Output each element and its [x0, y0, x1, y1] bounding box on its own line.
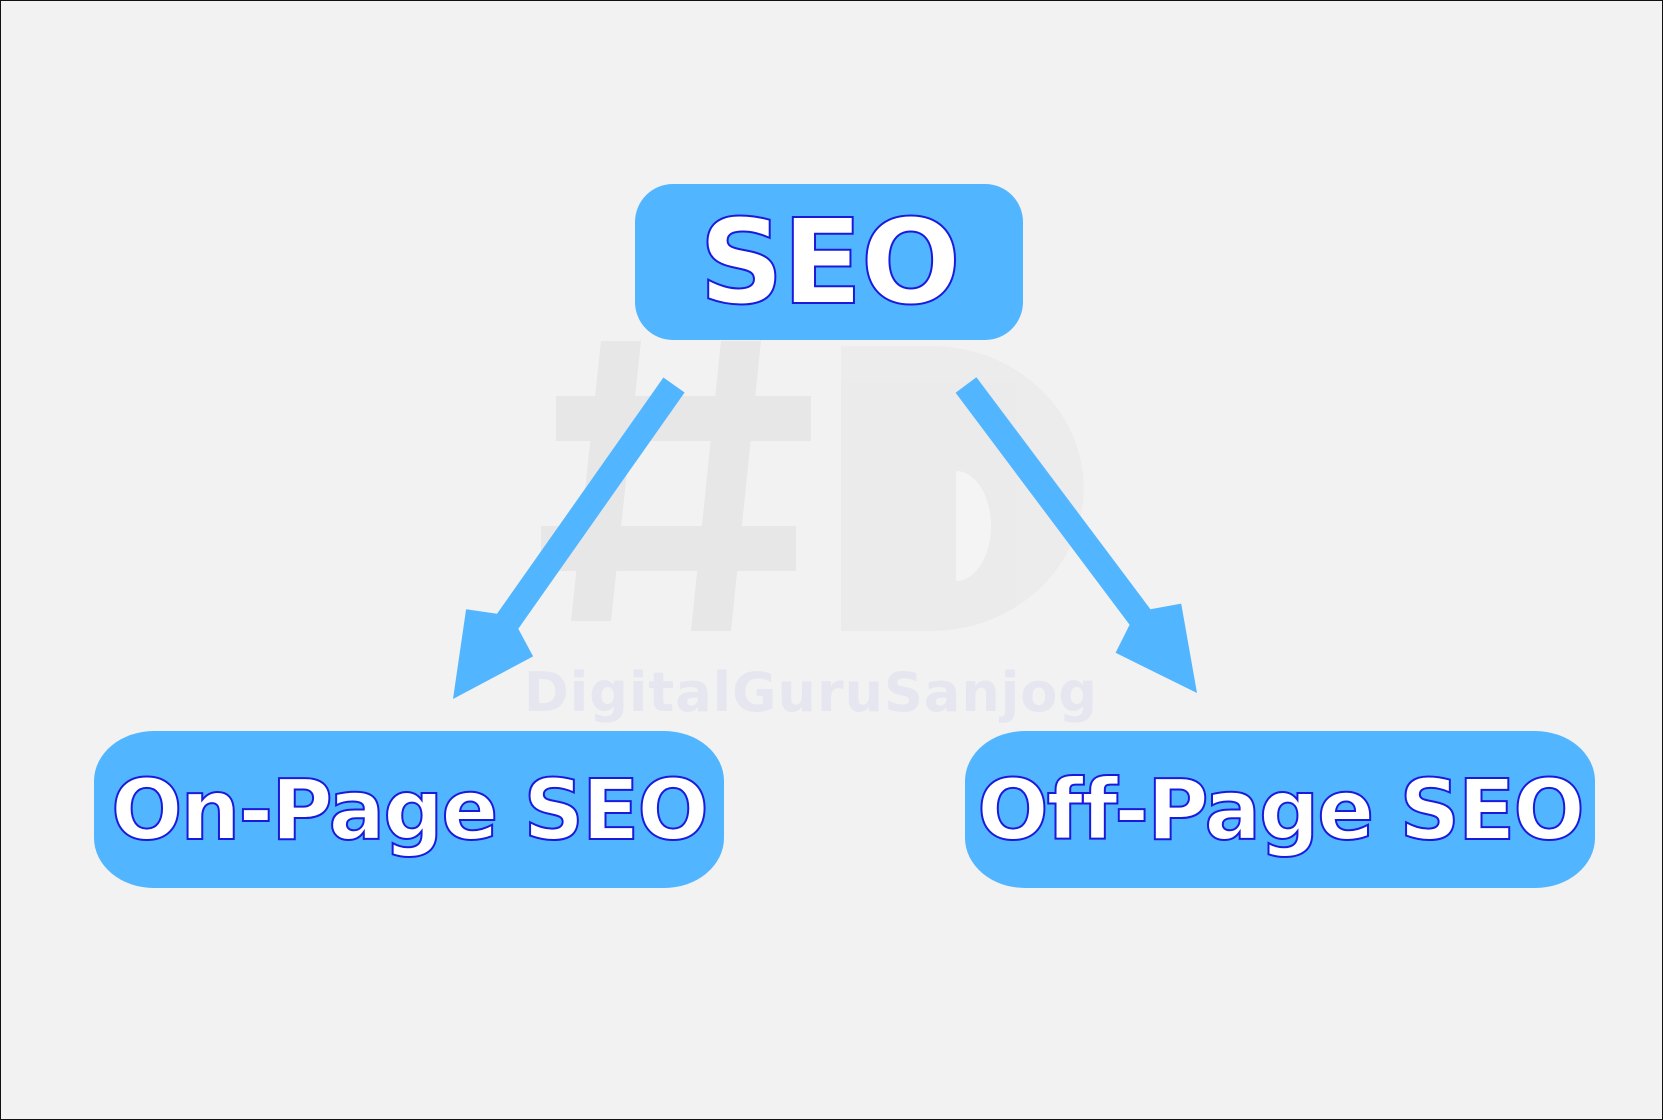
node-seo: SEO: [635, 184, 1023, 340]
node-on-page-seo-label: On-Page SEO: [110, 760, 710, 859]
arrow-shape: [955, 377, 1197, 693]
node-off-page-seo-label: Off-Page SEO: [976, 760, 1586, 859]
node-seo-label: SEO: [698, 193, 962, 331]
d-counter: [956, 471, 991, 581]
node-on-page-seo: On-Page SEO: [94, 731, 724, 888]
hashtag-bar-3: [556, 396, 811, 441]
arrow-seo-to-on-page: [453, 377, 685, 699]
arrow-shape: [453, 377, 685, 699]
arrow-seo-to-off-page: [955, 377, 1197, 693]
watermark-text: DigitalGuruSanjog: [523, 661, 1099, 724]
node-off-page-seo: Off-Page SEO: [965, 731, 1595, 888]
